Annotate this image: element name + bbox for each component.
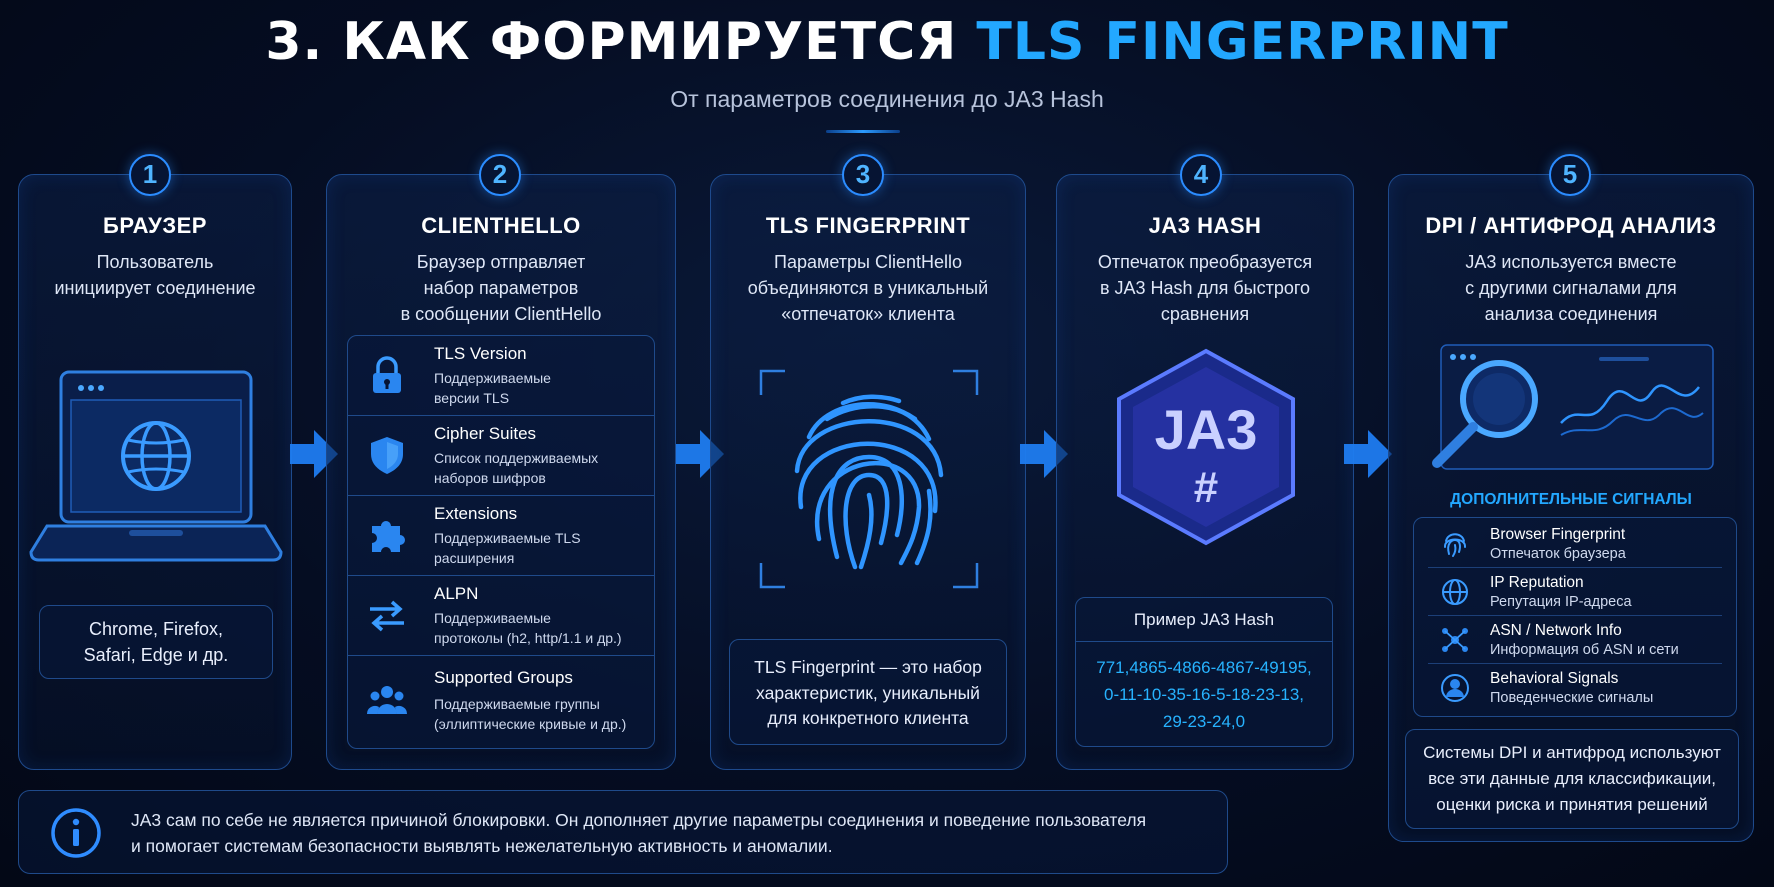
- ja3-hexagon-badge: JA3 #: [1113, 347, 1299, 547]
- step-number-4: 4: [1180, 154, 1222, 196]
- step-title: TLS FINGERPRINT: [765, 213, 971, 238]
- step-title: DPI / АНТИФРОД АНАЛИЗ: [1425, 213, 1717, 238]
- info-icon: [51, 808, 101, 858]
- laptop-globe-icon: [29, 370, 283, 562]
- shield-icon: [371, 437, 403, 474]
- signal-row-behavioral: Behavioral Signals Поведенческие сигналы: [1428, 664, 1722, 712]
- title-main: 3. КАК ФОРМИРУЕТСЯ: [265, 12, 977, 72]
- lock-icon: [373, 356, 401, 393]
- additional-signals-list: Browser Fingerprint Отпечаток браузера I…: [1413, 517, 1737, 717]
- puzzle-icon: [372, 521, 405, 552]
- step-number-1: 1: [129, 154, 171, 196]
- step-title: БРАУЗЕР: [103, 213, 207, 238]
- browser-examples-box: Chrome, Firefox,Safari, Edge и др.: [39, 605, 273, 679]
- subtitle-underline: [826, 130, 900, 133]
- step-card-dpi-antifraud: DPI / АНТИФРОД АНАЛИЗ JA3 используется в…: [1388, 174, 1754, 842]
- page-title: 3. КАК ФОРМИРУЕТСЯ TLS FINGERPRINT: [0, 12, 1774, 72]
- step-number-3: 3: [842, 154, 884, 196]
- signal-row-asn-network: ASN / Network Info Информация об ASN и с…: [1428, 616, 1722, 664]
- user-icon: [1441, 674, 1469, 702]
- step-number-5: 5: [1549, 154, 1591, 196]
- swap-arrows-icon: [370, 600, 404, 632]
- info-footer-text: JA3 сам по себе не является причиной бло…: [131, 810, 1147, 856]
- arrow-right-icon: [1344, 430, 1392, 478]
- ja3-example-box: Пример JA3 Hash 771,4865-4866-4867-49195…: [1075, 597, 1333, 747]
- step-number-2: 2: [479, 154, 521, 196]
- step-title: JA3 HASH: [1148, 213, 1262, 238]
- magnifier-chart-icon: [1432, 344, 1714, 470]
- additional-signals-title: ДОПОЛНИТЕЛЬНЫЕ СИГНАЛЫ: [1450, 491, 1692, 508]
- globe-icon: [1442, 579, 1468, 605]
- page-subtitle: От параметров соединения до JA3 Hash: [670, 86, 1104, 112]
- fingerprint-icon: [759, 369, 979, 589]
- signal-row-ip-reputation: IP Reputation Репутация IP-адреса: [1428, 568, 1722, 616]
- signal-row-browser-fingerprint: Browser Fingerprint Отпечаток браузера: [1428, 520, 1722, 568]
- fingerprint-icon: [1444, 533, 1466, 557]
- param-row-supported-groups: Supported Groups Поддерживаемые группы(э…: [348, 656, 654, 750]
- step-title: CLIENTHELLO: [421, 213, 581, 238]
- info-footer: JA3 сам по себе не является причиной бло…: [18, 790, 1228, 874]
- ja3-example-value: 771,4865-4866-4867-49195,0-11-10-35-16-5…: [1096, 658, 1312, 731]
- title-accent: TLS FINGERPRINT: [976, 12, 1509, 72]
- users-icon: [366, 686, 408, 714]
- network-icon: [1442, 628, 1468, 652]
